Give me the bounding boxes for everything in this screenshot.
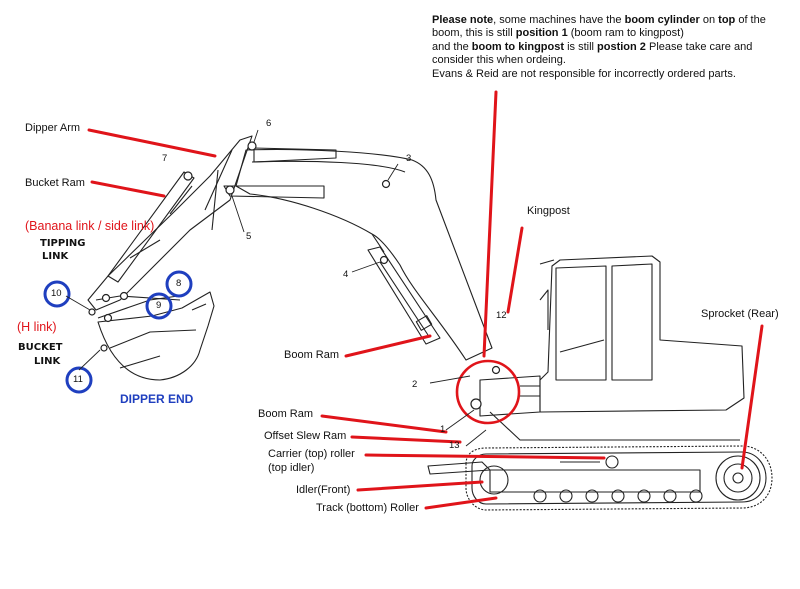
label-boom-ram-lower: Boom Ram: [258, 408, 314, 420]
part-number-6: 6: [266, 118, 272, 129]
note-line-4: consider this when ordeing.: [432, 54, 566, 67]
boom-ram-cylinder: [367, 246, 441, 345]
idler-wheel: [479, 465, 509, 495]
part-number-1: 1: [440, 424, 446, 435]
part-number-13: 13: [449, 440, 460, 451]
circle-part-8: [165, 270, 193, 298]
note-line-5: Evans & Reid are not responsible for inc…: [432, 67, 736, 80]
part-number-10: 10: [51, 288, 62, 299]
callout-idler: [356, 480, 484, 492]
label-carrier-roller-1: Carrier (top) roller: [268, 448, 355, 460]
part-number-12: 12: [496, 310, 507, 321]
part-number-7: 7: [162, 153, 168, 164]
part-number-2: 2: [412, 379, 418, 390]
label-sprocket: Sprocket (Rear): [701, 308, 779, 320]
part-number-3: 3: [406, 153, 412, 164]
label-idler-front: Idler(Front): [296, 484, 351, 496]
label-tipping-link-1: TIPPING: [40, 238, 86, 249]
part-number-4: 4: [343, 269, 349, 280]
part-number-8: 8: [176, 278, 182, 289]
label-bucket-link-1: BUCKET: [18, 342, 63, 353]
label-track-roller: Track (bottom) Roller: [316, 502, 419, 514]
callout-track-roller: [424, 496, 498, 510]
callout-boom-ram-lower: [320, 414, 448, 434]
label-tipping-link-2: LINK: [42, 251, 69, 262]
label-dipper-arm: Dipper Arm: [25, 122, 81, 134]
circle-part-9: [145, 292, 173, 320]
part-number-11: 11: [73, 374, 83, 385]
label-bucket-link-2: LINK: [34, 356, 61, 367]
note-line-3: and the boom to kingpost is still postio…: [432, 40, 753, 53]
label-kingpost: Kingpost: [527, 205, 570, 217]
note-line-1: Please note, some machines have the boom…: [432, 14, 766, 26]
circle-part-11: [65, 366, 93, 394]
label-carrier-roller-2: (top idler): [268, 462, 315, 474]
part-number-5: 5: [246, 231, 252, 242]
label-banana-link: (Banana link / side link): [25, 219, 155, 233]
callout-kingpost: [506, 226, 524, 314]
label-dipper-end: DIPPER END: [120, 392, 194, 406]
label-bucket-ram: Bucket Ram: [25, 177, 85, 189]
callout-carrier-roller: [364, 453, 606, 460]
track-frame: [489, 469, 701, 493]
sprocket-wheel: [715, 455, 761, 501]
callout-sprocket: [740, 324, 764, 470]
track-outline: [465, 445, 773, 511]
boom-outline: [235, 148, 493, 361]
label-offset-slew-ram: Offset Slew Ram: [264, 430, 347, 442]
callout-bucket-ram: [90, 180, 166, 198]
cab-outline: [539, 255, 745, 413]
label-boom-ram-upper: Boom Ram: [284, 349, 340, 361]
kingpost-highlight-circle: [455, 359, 521, 425]
ordering-note: Please note, some machines have the boom…: [432, 14, 777, 81]
label-h-link: (H link): [17, 320, 57, 334]
note-line-2: boom, this is still position 1 (boom ram…: [432, 27, 684, 40]
callout-offset-slew-ram: [350, 435, 462, 444]
bucket-outline: [97, 291, 215, 381]
dipper-arm-outline: [87, 135, 253, 311]
part-number-9: 9: [156, 300, 162, 311]
callout-kingpost-note: [482, 90, 498, 358]
circle-part-10: [43, 280, 71, 308]
callout-dipper-arm: [87, 128, 217, 158]
callout-boom-ram-upper: [344, 334, 432, 358]
